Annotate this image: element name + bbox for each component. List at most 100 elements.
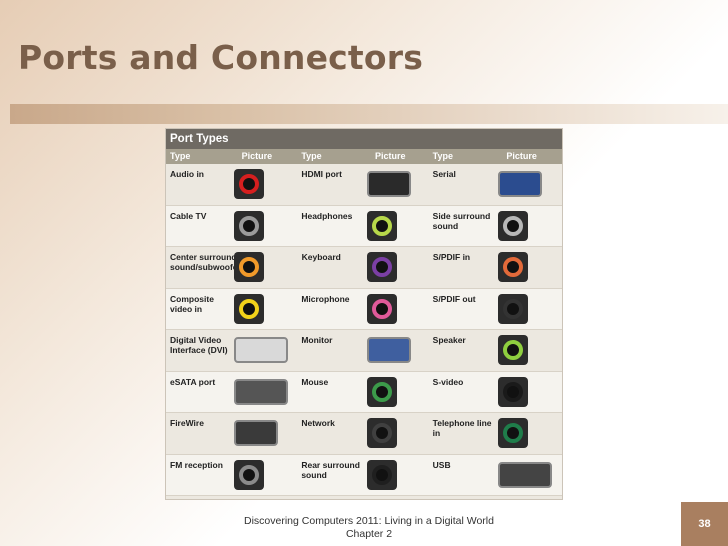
jack-ring bbox=[503, 215, 524, 236]
port-picture-cell bbox=[498, 206, 562, 247]
port-type-label: FM reception bbox=[170, 459, 223, 470]
table-row: Center surround sound/subwoofer Keyboard S… bbox=[166, 247, 562, 289]
port-type-cell: Network bbox=[297, 413, 367, 454]
port-picture-cell bbox=[366, 413, 429, 454]
jack-ring bbox=[503, 381, 524, 402]
port-type-cell: S-video bbox=[429, 372, 499, 413]
port-type-cell: Mouse bbox=[297, 372, 367, 413]
port-type-label: S/PDIF out bbox=[432, 293, 476, 304]
port-type-label: Headphones bbox=[301, 210, 353, 221]
ethernet-port-icon bbox=[366, 418, 397, 448]
port-type-label: S/PDIF in bbox=[432, 252, 471, 262]
port-picture-cell bbox=[366, 330, 429, 371]
vga-port-icon bbox=[366, 337, 411, 363]
port-picture-cell bbox=[233, 164, 298, 205]
black-rear-jack-icon bbox=[366, 459, 397, 490]
jack-ring bbox=[238, 298, 259, 319]
esata-port-icon bbox=[233, 378, 288, 405]
port-type-label: Cable TV bbox=[170, 210, 207, 221]
port-type-cell: Center surround sound/subwoofer bbox=[166, 247, 241, 288]
port-type-label: Composite video in bbox=[170, 293, 214, 314]
firewire-port-icon bbox=[233, 420, 278, 446]
jack-ring bbox=[503, 423, 524, 443]
port-picture-cell bbox=[498, 372, 562, 413]
yellow-rca-jack-icon bbox=[233, 293, 264, 324]
port-type-label: HDMI port bbox=[301, 169, 342, 179]
table-header-row: Type Picture Type Picture Type Picture bbox=[166, 149, 562, 164]
table-title: Port Types bbox=[166, 129, 562, 149]
port-type-cell: Speaker bbox=[429, 330, 499, 371]
header-type-3: Type bbox=[432, 151, 454, 161]
slide-title: Ports and Connectors bbox=[18, 38, 424, 77]
footer-line-2: Chapter 2 bbox=[345, 528, 393, 540]
port-picture-cell bbox=[233, 455, 298, 496]
port-type-label: FireWire bbox=[170, 418, 204, 428]
port-type-label: Serial bbox=[432, 169, 456, 179]
port-type-label: Keyboard bbox=[301, 252, 341, 262]
port-type-cell: Side surround sound bbox=[429, 206, 499, 247]
dvi-port-icon bbox=[233, 337, 288, 363]
port-type-cell: S/PDIF out bbox=[429, 289, 499, 330]
port-types-table: Port Types Type Picture Type Picture Typ… bbox=[165, 128, 563, 500]
fm-coax-connector-icon bbox=[233, 459, 264, 490]
telephone-jack-icon bbox=[498, 418, 529, 448]
page-number: 38 bbox=[681, 502, 728, 546]
port-type-label: S-video bbox=[432, 376, 464, 387]
jack-ring bbox=[371, 215, 392, 236]
port-type-label: Mouse bbox=[301, 376, 329, 387]
green-speaker-jack-icon bbox=[498, 335, 529, 365]
table-row: FireWire Network Telephone line in bbox=[166, 413, 562, 455]
port-picture-cell bbox=[498, 455, 562, 496]
table-row: Cable TV Headphones Side surround sound bbox=[166, 205, 562, 247]
jack-ring bbox=[371, 381, 392, 402]
port-type-cell: Serial bbox=[429, 164, 499, 205]
jack-ring bbox=[503, 340, 524, 360]
port-type-label: Telephone line in bbox=[432, 418, 492, 439]
port-type-label: Center surround sound/subwoofer bbox=[170, 252, 241, 273]
port-type-label: USB bbox=[432, 459, 451, 470]
port-type-cell: Keyboard bbox=[298, 247, 368, 288]
port-type-label: Rear surround sound bbox=[301, 459, 360, 480]
jack-ring bbox=[503, 298, 524, 319]
port-type-cell: eSATA port bbox=[166, 372, 234, 413]
jack-ring bbox=[371, 298, 392, 319]
port-picture-cell bbox=[498, 289, 562, 330]
port-picture-cell bbox=[233, 413, 298, 454]
port-type-label: Network bbox=[301, 418, 335, 428]
port-type-label: eSATA port bbox=[170, 376, 216, 387]
port-type-cell: FM reception bbox=[166, 455, 234, 496]
header-picture-2: Picture bbox=[374, 151, 406, 161]
port-picture-cell bbox=[234, 247, 298, 288]
port-type-cell: Microphone bbox=[297, 289, 367, 330]
green-ps2-port-icon bbox=[366, 376, 397, 407]
hdmi-port-icon bbox=[366, 171, 411, 197]
table-row: FM reception Rear surround sound USB bbox=[166, 454, 562, 496]
port-type-cell: HDMI port bbox=[297, 164, 367, 205]
title-underline-bar bbox=[10, 104, 728, 124]
serial-port-icon bbox=[498, 171, 543, 197]
port-picture-cell bbox=[498, 247, 562, 288]
jack-ring bbox=[371, 464, 392, 485]
black-rca-jack-icon bbox=[498, 293, 529, 324]
port-picture-cell bbox=[233, 206, 298, 247]
rca-orange-jack-icon bbox=[498, 252, 529, 282]
port-picture-cell bbox=[498, 330, 562, 371]
coax-connector-icon bbox=[233, 210, 264, 241]
slide-footer: Discovering Computers 2011: Living in a … bbox=[236, 515, 502, 541]
table-row: eSATA port Mouse S-video bbox=[166, 371, 562, 413]
jack-ring bbox=[372, 257, 393, 277]
port-picture-cell bbox=[366, 372, 429, 413]
jack-ring bbox=[371, 423, 392, 443]
port-type-label: Speaker bbox=[432, 335, 466, 345]
header-type-2: Type bbox=[301, 151, 322, 161]
red-audio-jack-icon bbox=[233, 169, 264, 199]
jack-ring bbox=[238, 215, 259, 236]
port-type-label: Side surround sound bbox=[432, 210, 491, 231]
port-type-cell: Headphones bbox=[297, 206, 367, 247]
port-type-cell: Telephone line in bbox=[429, 413, 499, 454]
port-picture-cell bbox=[233, 372, 298, 413]
port-picture-cell bbox=[366, 289, 429, 330]
port-type-cell: USB bbox=[429, 455, 499, 496]
port-type-label: Digital Video Interface (DVI) bbox=[170, 335, 228, 356]
